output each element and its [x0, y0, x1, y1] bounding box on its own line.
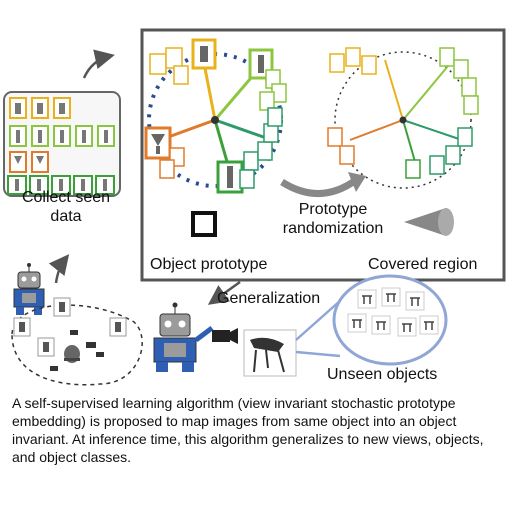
seen-data-box	[3, 91, 121, 197]
randomization-arrow	[280, 177, 359, 197]
prototype-green	[216, 160, 244, 194]
seen-row-lightgreen	[9, 125, 115, 147]
exploration-views	[13, 297, 127, 371]
views-orange	[159, 147, 185, 179]
views-yellow	[149, 47, 189, 85]
views-green	[239, 107, 283, 189]
views-lightgreen	[259, 69, 287, 111]
collect-seen-data-label: Collect seen data	[21, 189, 111, 225]
covered-views	[327, 47, 479, 179]
seen-object-glyphs	[14, 103, 108, 191]
embedding-center-right	[399, 116, 407, 124]
unseen-objects-label: Unseen objects	[327, 366, 438, 383]
robot-large	[153, 302, 214, 372]
unseen-objects-bubble	[295, 274, 448, 366]
prototype-randomization-label: Prototype randomization	[282, 201, 384, 237]
generalization-arrow	[207, 280, 241, 305]
prototype-orange	[144, 126, 172, 160]
randomization-arrowhead	[348, 172, 366, 192]
unseen-chair-card	[243, 329, 297, 377]
object-prototype-legend-icon	[191, 211, 217, 237]
embedding-circle-right	[334, 51, 472, 189]
camera-icon	[212, 328, 238, 344]
arrow-robot-up	[48, 254, 70, 284]
generalization-label: Generalization	[217, 290, 321, 307]
figure-caption: A self-supervised learning algorithm (vi…	[12, 395, 484, 465]
arrow-to-panel	[82, 49, 115, 79]
covered-region-label: Covered region	[368, 256, 478, 273]
prototype-yellow	[191, 38, 217, 70]
object-prototype-label: Object prototype	[150, 256, 268, 273]
embedding-center	[211, 116, 219, 124]
exploration-path	[11, 304, 143, 386]
robot-small	[13, 263, 45, 315]
covered-region-legend-icon	[404, 208, 454, 236]
main-panel	[140, 28, 506, 282]
